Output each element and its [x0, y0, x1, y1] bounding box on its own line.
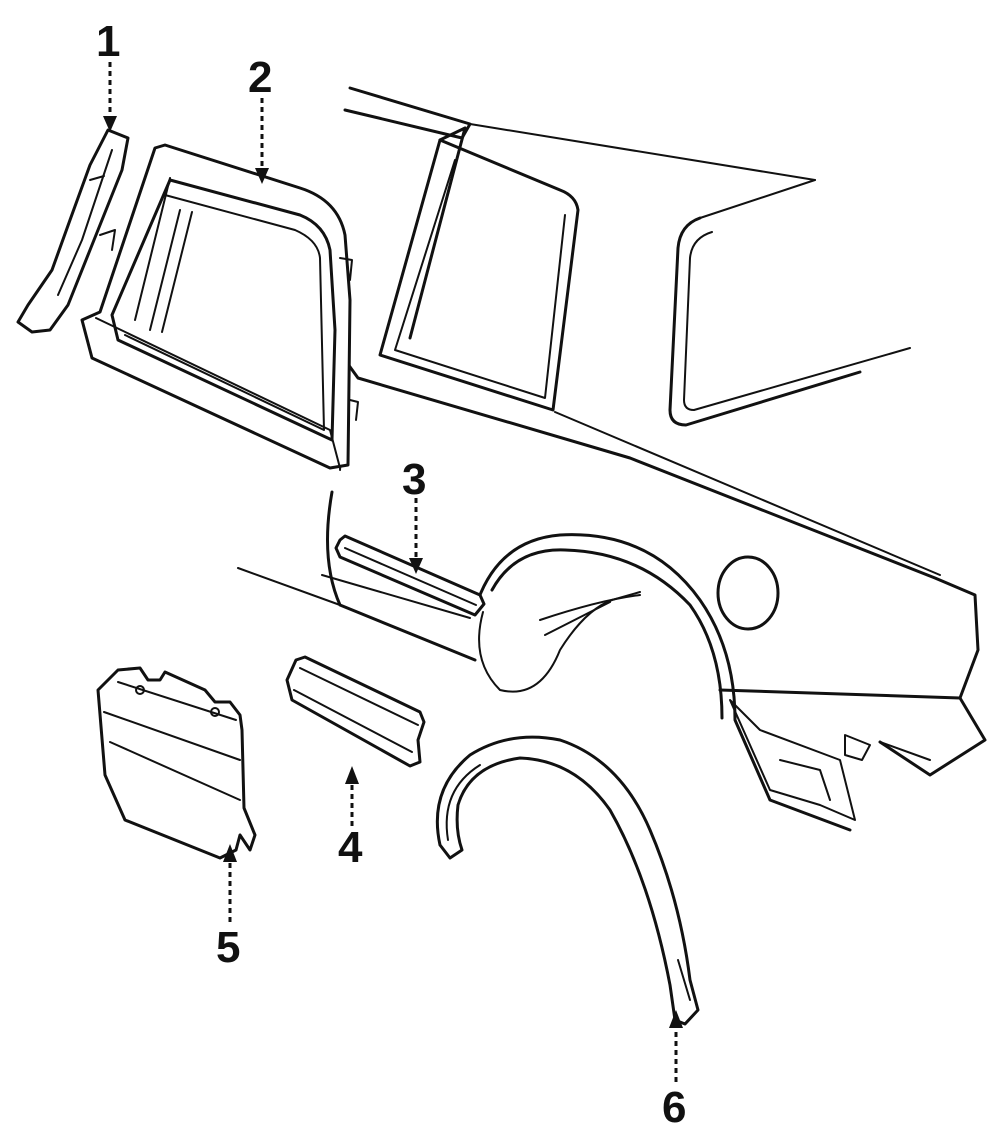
part-6-wheel-opening-molding	[435, 735, 700, 1026]
part-4-molding-piece	[285, 655, 426, 768]
callout-labels: 1 2 3 4 5 6	[96, 17, 686, 1132]
callout-6: 6	[662, 1083, 686, 1132]
arrowhead-4	[345, 766, 359, 784]
part-3-side-molding	[334, 534, 486, 617]
callout-2: 2	[248, 53, 272, 102]
part-2-quarter-window	[80, 143, 359, 470]
part-1-pillar-molding	[16, 128, 130, 334]
callout-4: 4	[338, 823, 363, 872]
callout-3: 3	[402, 455, 426, 504]
callout-1: 1	[96, 17, 120, 66]
leader-arrows	[103, 62, 683, 1082]
arrowhead-2	[255, 168, 269, 184]
arrowhead-3	[409, 558, 423, 574]
part-5-end-cap	[96, 666, 257, 860]
arrowhead-1	[103, 116, 117, 132]
arrowhead-6	[669, 1010, 683, 1028]
callout-5: 5	[216, 923, 240, 972]
arrowhead-5	[223, 844, 237, 862]
